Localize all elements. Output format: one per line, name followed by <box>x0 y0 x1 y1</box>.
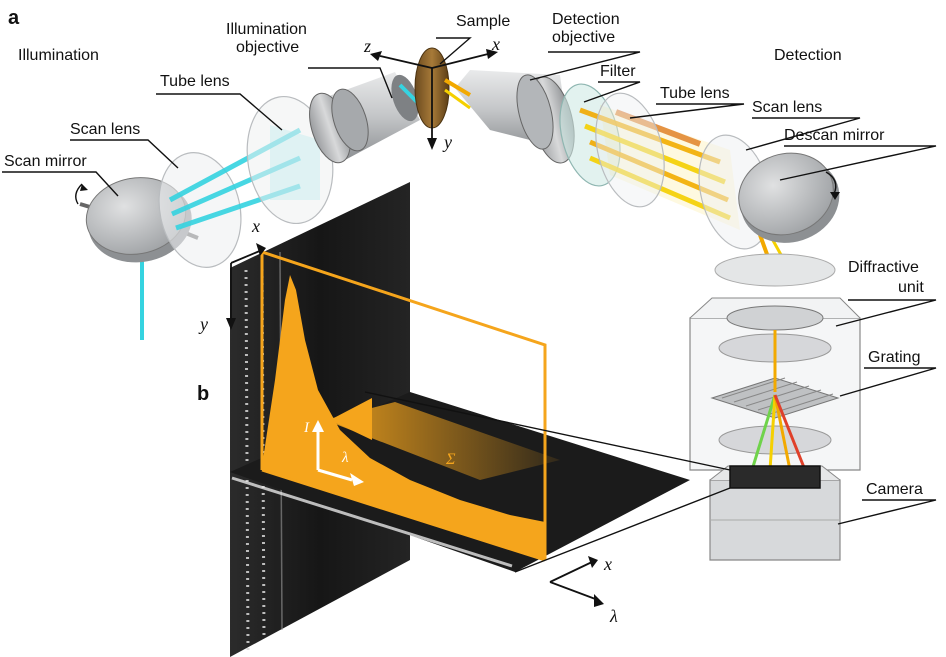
label-descan-mirror: Descan mirror <box>784 127 885 144</box>
panel-label-b: b <box>197 383 209 405</box>
axis-label-camera-x: x <box>603 554 612 574</box>
sum-arrow <box>325 402 560 480</box>
zoom-lines <box>364 391 731 573</box>
diffractive-unit <box>689 297 861 471</box>
label-detection-objective-line2: objective <box>552 29 615 46</box>
spectrum-curve <box>262 275 545 560</box>
label-filter: Filter <box>600 63 636 80</box>
label-camera: Camera <box>866 481 923 498</box>
axis-label-sample-z: z <box>363 36 371 56</box>
camera-sensor <box>729 465 821 489</box>
label-illumination-objective-line1: Illumination <box>226 21 307 38</box>
scan-lens-left <box>158 152 242 268</box>
axis-label-sample-y: y <box>442 132 452 152</box>
label-illumination: Illumination <box>18 47 99 64</box>
label-diffractive-unit-line2: unit <box>898 279 924 296</box>
label-grating: Grating <box>868 349 920 366</box>
camera-axes <box>549 556 604 607</box>
spectrum-axes <box>316 430 353 482</box>
label-illumination-objective-line2: objective <box>236 39 299 56</box>
filter <box>559 83 621 187</box>
label-tube-lens-left: Tube lens <box>160 73 230 90</box>
sum-symbol: Σ <box>445 451 456 468</box>
axis-label-image-x: x <box>251 216 260 236</box>
axis-label-intensity: I <box>303 420 310 436</box>
leader-lines <box>2 37 937 525</box>
label-scan-lens-right: Scan lens <box>752 99 822 116</box>
axis-label-camera-lambda: λ <box>609 606 618 626</box>
label-sample: Sample <box>456 13 510 30</box>
image-axes <box>226 243 266 330</box>
axis-label-spectrum-lambda: λ <box>341 450 349 466</box>
axis-label-image-y: y <box>198 314 208 334</box>
label-diffractive-unit-line1: Diffractive <box>848 259 919 276</box>
scan-mirror-rotation-arrow <box>75 183 83 205</box>
axis-label-sample-x: x <box>491 34 500 54</box>
label-scan-mirror: Scan mirror <box>4 153 87 170</box>
descan-mirror-rotation-arrow <box>825 171 837 195</box>
panel-label-a: a <box>8 7 20 29</box>
label-tube-lens-right: Tube lens <box>660 85 730 102</box>
relay-lens <box>714 253 836 287</box>
spectrum-frame <box>260 249 547 562</box>
label-detection-objective-line1: Detection <box>552 11 620 28</box>
camera <box>709 465 841 561</box>
tube-lens-right <box>595 92 665 208</box>
sample-axes <box>370 49 498 150</box>
label-scan-lens-left: Scan lens <box>70 121 140 138</box>
label-detection: Detection <box>774 47 842 64</box>
